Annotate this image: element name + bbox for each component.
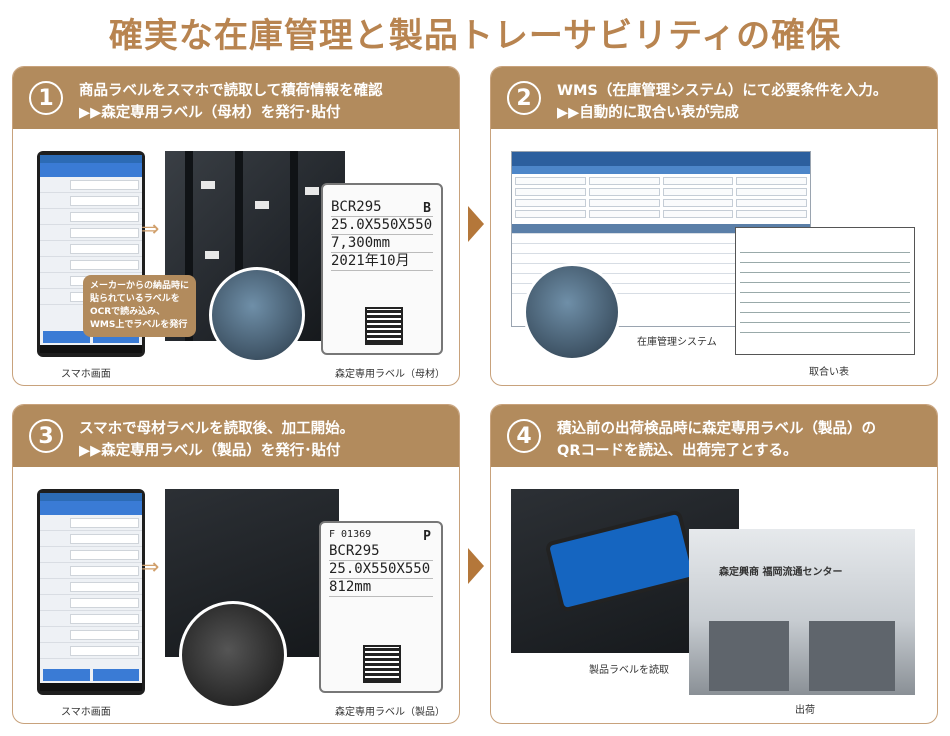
step-4-panel: 4 積込前の出荷検品時に森定専用ラベル（製品）の QRコードを読込、出荷完了とす… bbox=[490, 404, 938, 724]
arrow-right-icon: ⇒ bbox=[141, 555, 160, 580]
operator-photo bbox=[523, 263, 621, 361]
label-date: 2021年10月 bbox=[331, 253, 433, 271]
step-3-line2: ▶▶森定専用ラベル（製品）を発行･貼付 bbox=[79, 443, 341, 459]
printer-photo bbox=[179, 601, 287, 709]
caption-smartphone: スマホ画面 bbox=[61, 369, 111, 380]
caption-product-label: 森定専用ラベル（製品） bbox=[335, 707, 445, 718]
label-tag-b: B bbox=[423, 201, 431, 216]
step-1-line2: ▶▶森定専用ラベル（母材）を発行･貼付 bbox=[79, 105, 341, 121]
flow-arrow-3-icon bbox=[468, 548, 484, 584]
label-length: 7,300mm bbox=[331, 235, 433, 253]
step-1-line1: 商品ラベルをスマホで読取して積荷情報を確認 bbox=[79, 83, 383, 99]
worker-photo bbox=[209, 267, 305, 363]
step-4-header: 4 積込前の出荷検品時に森定専用ラベル（製品）の QRコードを読込、出荷完了とす… bbox=[491, 405, 937, 467]
label-length: 812mm bbox=[329, 579, 433, 597]
label-grade: BCR295 bbox=[329, 543, 433, 561]
step-2-line1: WMS（在庫管理システム）にて必要条件を入力。 bbox=[557, 83, 888, 99]
label-tag-p: P bbox=[423, 529, 431, 544]
product-label-card: F 01369 BCR295 25.0X550X550 812mm P bbox=[319, 521, 443, 693]
step-1-panel: 1 商品ラベルをスマホで読取して積荷情報を確認 ▶▶森定専用ラベル（母材）を発行… bbox=[12, 66, 460, 386]
caption-shipment: 出荷 bbox=[795, 705, 815, 716]
ocr-callout: メーカーからの納品時に 貼られているラベルを OCRで読み込み、 WMS上でラベ… bbox=[83, 275, 197, 337]
label-grade: BCR295 bbox=[331, 199, 433, 217]
step-1-number: 1 bbox=[29, 81, 63, 115]
caption-material-label: 森定専用ラベル（母材） bbox=[335, 369, 445, 380]
allocation-sheet-image bbox=[735, 227, 915, 355]
flow-arrow-1-icon bbox=[468, 206, 484, 242]
caption-allocation-sheet: 取合い表 bbox=[809, 367, 849, 378]
wms-screen-image bbox=[511, 151, 811, 327]
caption-wms: 在庫管理システム bbox=[637, 337, 717, 348]
caption-smartphone: スマホ画面 bbox=[61, 707, 111, 718]
distribution-center-photo: 森定興商 福岡流通センター bbox=[689, 529, 915, 695]
smartphone-image bbox=[37, 489, 145, 695]
building-sign: 森定興商 福岡流通センター bbox=[719, 567, 843, 578]
step-1-header: 1 商品ラベルをスマホで読取して積荷情報を確認 ▶▶森定専用ラベル（母材）を発行… bbox=[13, 67, 459, 129]
step-4-line1: 積込前の出荷検品時に森定専用ラベル（製品）の bbox=[557, 421, 876, 437]
label-size: 25.0X550X550 bbox=[329, 561, 433, 579]
step-3-line1: スマホで母材ラベルを読取後、加工開始。 bbox=[79, 421, 355, 437]
caption-label-scan: 製品ラベルを読取 bbox=[589, 665, 669, 676]
label-lot: F 01369 bbox=[329, 529, 372, 540]
material-label-card: BCR295 25.0X550X550 7,300mm 2021年10月 B bbox=[321, 183, 443, 355]
step-3-number: 3 bbox=[29, 419, 63, 453]
page-title: 確実な在庫管理と製品トレーサビリティの確保 bbox=[108, 16, 842, 56]
step-2-header: 2 WMS（在庫管理システム）にて必要条件を入力。 ▶▶自動的に取合い表が完成 bbox=[491, 67, 937, 129]
step-2-panel: 2 WMS（在庫管理システム）にて必要条件を入力。 ▶▶自動的に取合い表が完成 … bbox=[490, 66, 938, 386]
qr-code-icon bbox=[365, 307, 403, 345]
step-4-line2: QRコードを読込、出荷完了とする。 bbox=[557, 443, 798, 459]
arrow-right-icon: ⇒ bbox=[141, 217, 160, 242]
step-3-header: 3 スマホで母材ラベルを読取後、加工開始。 ▶▶森定専用ラベル（製品）を発行･貼… bbox=[13, 405, 459, 467]
qr-code-icon bbox=[363, 645, 401, 683]
step-2-line2: ▶▶自動的に取合い表が完成 bbox=[557, 105, 739, 121]
label-size: 25.0X550X550 bbox=[331, 217, 433, 235]
step-2-number: 2 bbox=[507, 81, 541, 115]
step-3-panel: 3 スマホで母材ラベルを読取後、加工開始。 ▶▶森定専用ラベル（製品）を発行･貼… bbox=[12, 404, 460, 724]
step-4-number: 4 bbox=[507, 419, 541, 453]
